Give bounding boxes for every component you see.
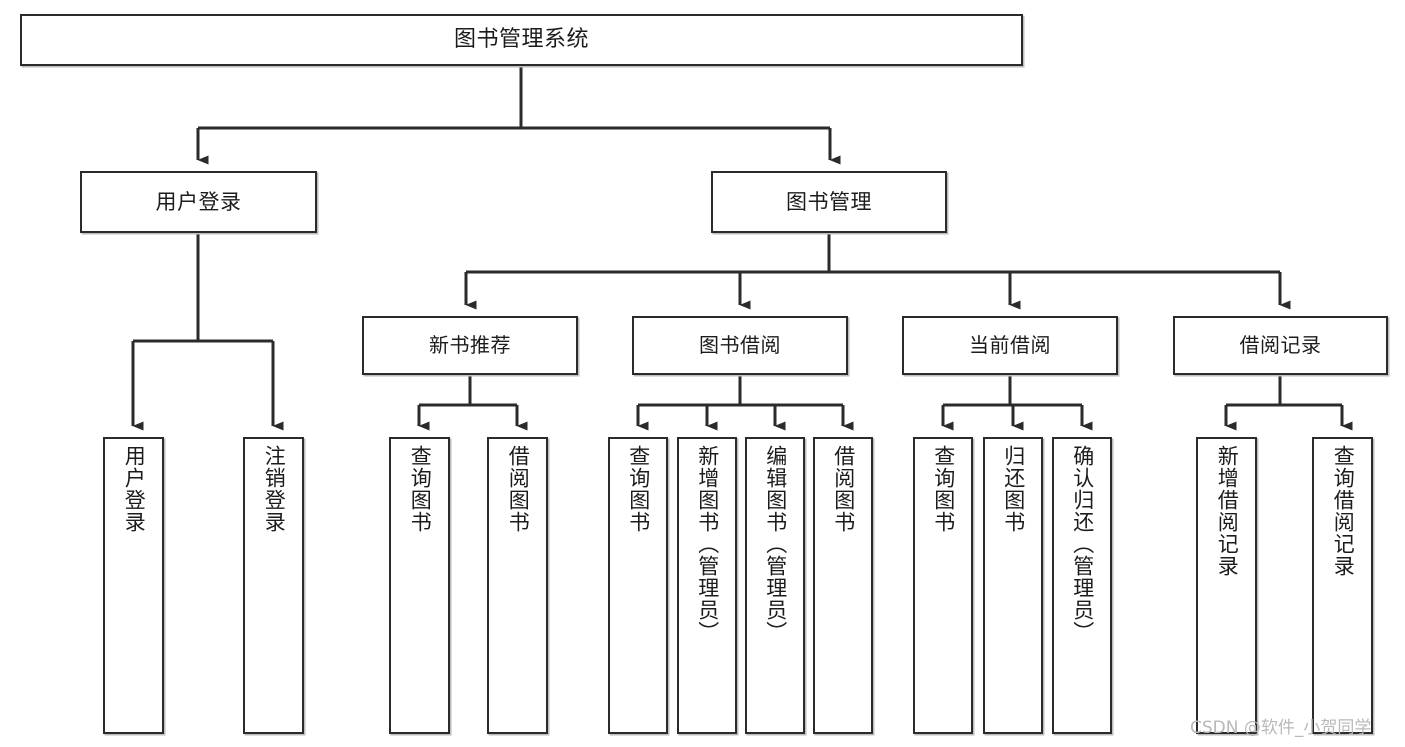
node-leaf-edit-book-label: 编辑图书（管理员） (763, 445, 788, 643)
node-leaf-borrow-book-2-label: 借阅图书 (831, 445, 856, 533)
node-leaf-confirm-return[interactable]: 确认归还（管理员） (1052, 437, 1112, 734)
csdn-watermark: CSDN @软件_小贺同学 (1190, 718, 1372, 738)
node-leaf-add-book-label: 新增图书（管理员） (695, 445, 720, 643)
node-leaf-add-record[interactable]: 新增借阅记录 (1196, 437, 1257, 734)
node-leaf-query-record[interactable]: 查询借阅记录 (1312, 437, 1373, 734)
node-user-login-label: 用户登录 (155, 189, 242, 214)
node-root-label: 图书管理系统 (453, 27, 589, 53)
node-leaf-logout-label: 注销登录 (262, 445, 287, 533)
node-leaf-logout[interactable]: 注销登录 (243, 437, 304, 734)
node-root[interactable]: 图书管理系统 (20, 14, 1023, 66)
node-borrow-record-label: 借阅记录 (1239, 332, 1322, 357)
node-leaf-query-book-2[interactable]: 查询图书 (608, 437, 668, 734)
node-leaf-user-login-label: 用户登录 (122, 445, 147, 533)
node-current-borrow[interactable]: 当前借阅 (902, 316, 1118, 375)
node-leaf-query-book-3[interactable]: 查询图书 (913, 437, 973, 734)
node-book-borrow-label: 图书借阅 (699, 332, 781, 357)
node-borrow-record[interactable]: 借阅记录 (1173, 316, 1388, 375)
node-book-manage-label: 图书管理 (786, 189, 872, 214)
node-leaf-borrow-book-1-label: 借阅图书 (506, 445, 531, 533)
node-new-book-rec-label: 新书推荐 (429, 332, 511, 357)
node-leaf-user-login[interactable]: 用户登录 (103, 437, 164, 734)
node-user-login[interactable]: 用户登录 (80, 171, 317, 233)
node-leaf-query-book-3-label: 查询图书 (931, 445, 956, 533)
node-leaf-add-book[interactable]: 新增图书（管理员） (677, 437, 737, 734)
node-leaf-edit-book[interactable]: 编辑图书（管理员） (745, 437, 805, 734)
node-book-borrow[interactable]: 图书借阅 (632, 316, 848, 375)
node-leaf-query-record-label: 查询借阅记录 (1331, 445, 1356, 577)
node-current-borrow-label: 当前借阅 (969, 332, 1051, 357)
node-leaf-borrow-book-2[interactable]: 借阅图书 (813, 437, 873, 734)
node-leaf-confirm-return-label: 确认归还（管理员） (1070, 445, 1095, 643)
node-leaf-query-book-2-label: 查询图书 (626, 445, 651, 533)
node-leaf-return-book[interactable]: 归还图书 (983, 437, 1043, 734)
node-leaf-query-book-1-label: 查询图书 (408, 445, 433, 533)
node-new-book-rec[interactable]: 新书推荐 (362, 316, 578, 375)
node-leaf-add-record-label: 新增借阅记录 (1215, 445, 1240, 577)
node-leaf-query-book-1[interactable]: 查询图书 (389, 437, 450, 734)
node-leaf-borrow-book-1[interactable]: 借阅图书 (487, 437, 548, 734)
node-leaf-return-book-label: 归还图书 (1001, 445, 1026, 533)
node-book-manage[interactable]: 图书管理 (711, 171, 947, 233)
